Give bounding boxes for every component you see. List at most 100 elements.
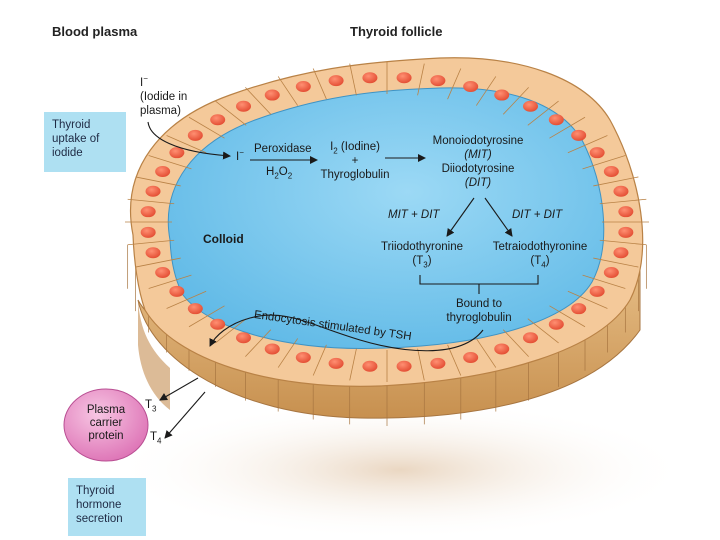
cell-nucleus <box>613 185 629 197</box>
thyroid-secretion-box: Thyroid hormone secretion <box>68 478 146 536</box>
cell-nucleus <box>210 318 226 330</box>
t3-t: (T <box>412 255 424 267</box>
cell-nucleus <box>522 100 538 112</box>
h2o2-label: H2O2 <box>266 165 293 181</box>
t4-out-t: T <box>150 431 158 443</box>
dit-plus-dit-label: DIT + DIT <box>512 209 563 221</box>
cell-border <box>166 290 207 309</box>
cell-border <box>349 63 357 96</box>
cell-nucleus <box>618 206 634 218</box>
cell-nucleus <box>236 332 252 344</box>
cell-border <box>502 87 529 115</box>
carrier-line-2: carrier <box>89 417 123 429</box>
cell-border <box>475 76 497 106</box>
thyroglobulin-text: Thyroglobulin <box>320 169 390 181</box>
uptake-line-1: Thyroid <box>52 119 91 131</box>
cell-nucleus <box>169 147 185 159</box>
floor-shadow <box>110 400 690 540</box>
bound-bracket <box>419 275 539 294</box>
cell-border <box>599 239 647 246</box>
cell-border <box>312 68 327 100</box>
cell-nucleus <box>264 343 280 355</box>
h2o2-h: H <box>266 166 275 178</box>
cell-nucleus <box>430 75 446 87</box>
cell-nucleus <box>140 206 156 218</box>
cell-border <box>188 116 225 139</box>
cell-border <box>527 100 559 126</box>
bound-to-thyroglobulin-label: Bound to thyroglobulin <box>436 297 522 325</box>
cell-nucleus <box>603 267 619 279</box>
cell-nucleus <box>494 89 510 101</box>
cell-border <box>502 329 529 357</box>
cell-border <box>277 76 299 106</box>
t4-close: ) <box>545 255 550 267</box>
t4-out-sub: 4 <box>157 436 162 446</box>
cell-border <box>475 338 497 368</box>
iodine-symbol: I <box>330 141 334 153</box>
cell-border <box>127 198 175 205</box>
cell-nucleus <box>155 165 171 177</box>
cell-nucleus <box>396 72 412 84</box>
blood-plasma-header: Blood plasma <box>52 24 138 39</box>
t3-released-label: T3 <box>145 398 157 414</box>
iodine-text: (Iodine) <box>337 141 380 153</box>
thyroid-uptake-box: Thyroid uptake of iodide <box>44 112 126 172</box>
iodide-entry-label: I− <box>236 149 244 164</box>
cell-nucleus <box>571 303 587 315</box>
cell-nucleus <box>187 303 203 315</box>
cell-border <box>447 344 462 376</box>
t3-close: ) <box>427 255 432 267</box>
carrier-line-1: Plasma <box>86 404 126 416</box>
bound-line-2: thyroglobulin <box>446 312 512 324</box>
cell-nucleus <box>155 267 171 279</box>
cell-nucleus <box>295 80 311 92</box>
h2o2-o: O <box>278 166 288 178</box>
secretion-line-2: hormone <box>76 499 122 511</box>
colloid-lumen <box>167 87 605 349</box>
cell-border <box>527 318 559 344</box>
cell-nucleus <box>140 226 156 238</box>
dit-abbr: (DIT) <box>464 177 492 189</box>
iodide-charge: − <box>143 74 148 84</box>
cell-nucleus <box>603 165 619 177</box>
cell-border <box>215 318 247 344</box>
colloid-label: Colloid <box>203 232 244 246</box>
secretion-line-1: Thyroid <box>76 485 115 497</box>
cell-border <box>417 63 425 96</box>
cell-border <box>215 100 247 126</box>
endocytosis-arrow <box>209 314 484 352</box>
t3-out-sub: 3 <box>152 404 157 414</box>
cell-nucleus <box>548 114 564 126</box>
cell-border <box>188 305 225 328</box>
cell-nucleus <box>589 147 605 159</box>
cell-border <box>582 274 626 289</box>
cell-border <box>135 257 181 268</box>
cell-border <box>148 274 192 289</box>
t3-out-t: T <box>145 399 153 411</box>
cell-nucleus <box>463 80 479 92</box>
cell-border <box>312 344 327 376</box>
peroxidase-label: Peroxidase <box>254 143 312 155</box>
cell-border <box>599 198 647 205</box>
t4-release-arrow <box>164 391 206 439</box>
t3-sub: 3 <box>423 260 428 270</box>
iodide-plasma-label: I− (Iodide in plasma) <box>140 74 187 118</box>
cell-border <box>549 305 586 328</box>
cell-border <box>417 348 425 381</box>
cell-nucleus <box>328 75 344 87</box>
mit-dit-label: Monoiodotyrosine (MIT) Diiodotyrosine (D… <box>428 134 528 190</box>
t4-label: Tetraiodothyronine (T4) <box>484 240 596 269</box>
cell-border <box>277 338 299 368</box>
cell-border <box>245 329 272 357</box>
cell-border <box>166 135 207 154</box>
cell-border <box>447 68 462 100</box>
t3-name: Triiodothyronine <box>380 241 464 253</box>
cell-border <box>245 87 272 115</box>
cell-nucleus <box>264 89 280 101</box>
cell-nucleus <box>522 332 538 344</box>
h2o2-sub-b: 2 <box>287 171 293 181</box>
mit-name: Monoiodotyrosine <box>432 135 524 147</box>
cell-nucleus <box>571 129 587 141</box>
cell-nucleus <box>210 114 226 126</box>
t4-name: Tetraiodothyronine <box>492 241 588 253</box>
